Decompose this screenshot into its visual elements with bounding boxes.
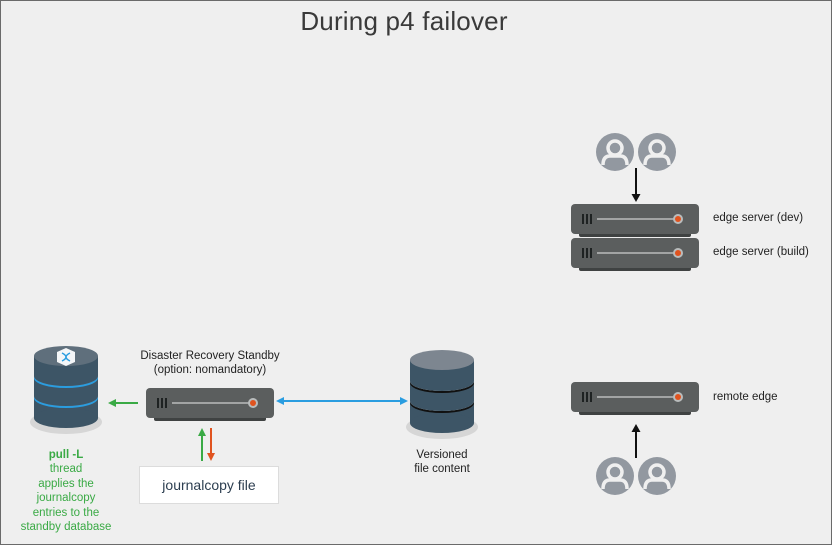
dr-standby-label: Disaster Recovery Standby (option: noman… <box>140 350 280 376</box>
edge-server-dev-label: edge server (dev) <box>713 212 804 224</box>
remote-edge-server-icon <box>570 381 700 416</box>
edge-server-build-label: edge server (build) <box>713 246 809 258</box>
journalcopy-file-box: journalcopy file <box>139 466 279 504</box>
users-remote-icon <box>594 455 678 497</box>
versioned-content-database-icon <box>406 350 478 439</box>
versioned-content-label: Versioned file content <box>414 449 470 475</box>
pull-l-label: pull -L <box>48 449 84 461</box>
standby-db-caption: pull -L thread applies the journalcopy e… <box>6 448 126 534</box>
users-dev-icon <box>594 131 678 173</box>
standby-database-icon <box>30 346 102 434</box>
edge-server-dev-icon <box>570 203 700 238</box>
dr-standby-server-icon <box>145 387 275 422</box>
diagram-title: During p4 failover <box>300 6 508 36</box>
remote-edge-label: remote edge <box>713 391 778 403</box>
edge-server-build-icon <box>570 237 700 272</box>
